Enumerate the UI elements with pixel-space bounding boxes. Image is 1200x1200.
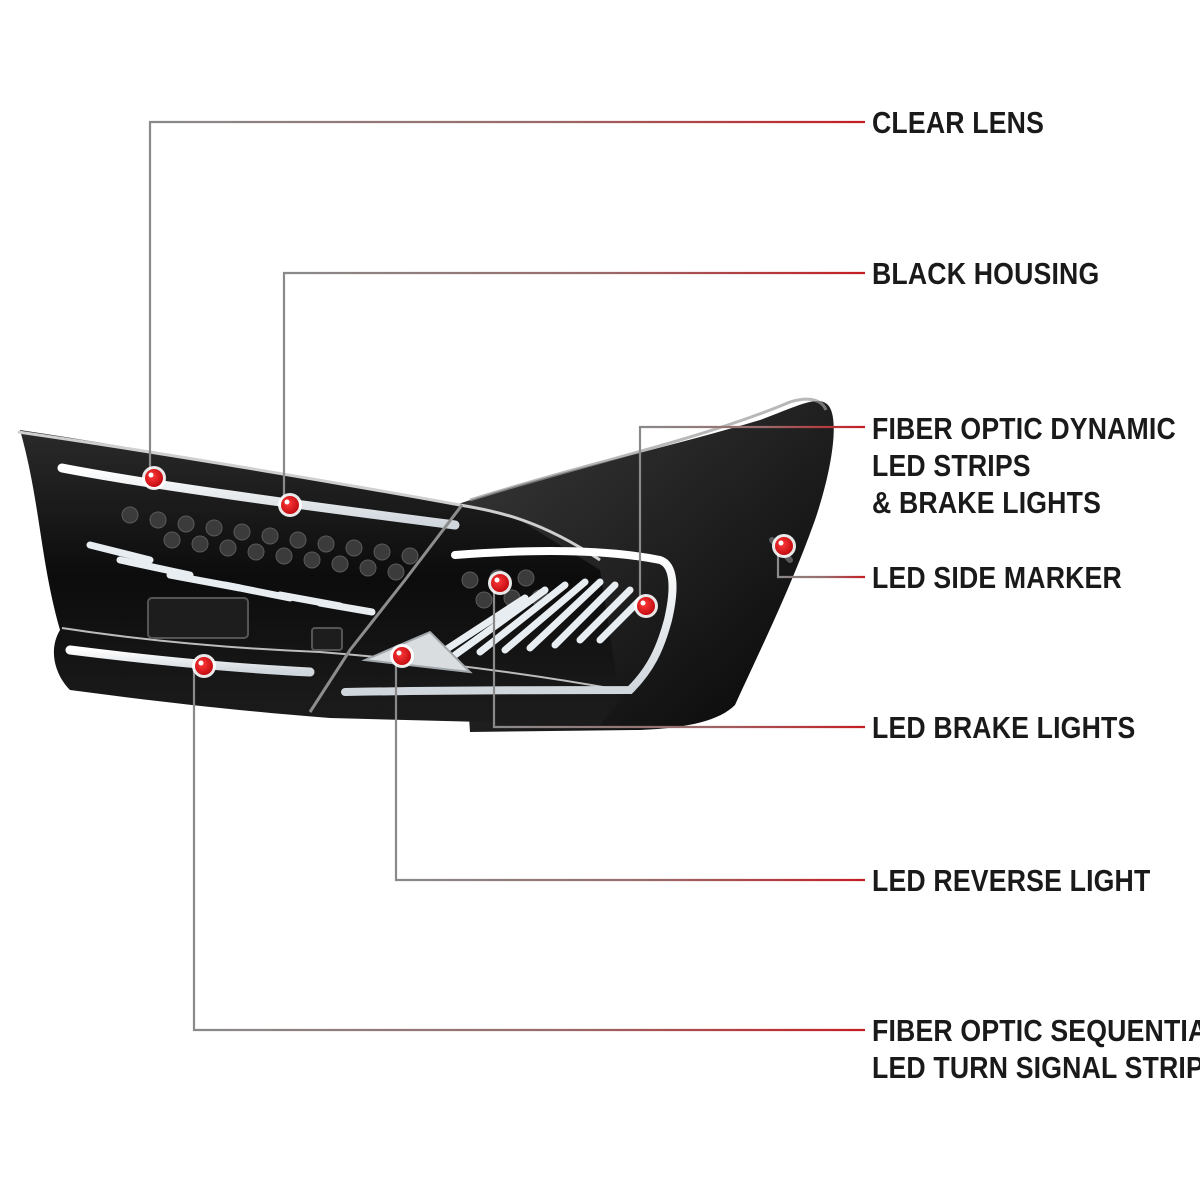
- dot-brake-lights: [488, 571, 512, 595]
- label-led-reverse-light: LED REVERSE LIGHT: [872, 862, 1150, 899]
- tail-light-assembly: [17, 397, 834, 732]
- led-blades-left: [86, 541, 376, 616]
- label-fiber-optic-sequential-line-2: LED TURN SIGNAL STRIPS: [872, 1050, 1200, 1085]
- label-black-housing: BLACK HOUSING: [872, 255, 1099, 292]
- leader-reverse-light: [394, 656, 865, 882]
- panel-split: [308, 504, 464, 713]
- wiring-connector: [147, 597, 249, 639]
- dot-fiber-optic-dynamic: [634, 594, 658, 618]
- label-black-housing-line-1: BLACK HOUSING: [872, 256, 1100, 291]
- lower-led-strip: [65, 645, 315, 677]
- leader-sequential: [192, 668, 865, 1032]
- upper-led-strip-left: [57, 463, 460, 530]
- dot-sequential: [192, 654, 216, 678]
- label-fiber-optic-dynamic-line-3: & BRAKE LIGHTS: [872, 485, 1102, 520]
- upper-led-strip-right: [341, 547, 677, 696]
- leader-clear-lens: [148, 120, 865, 478]
- leader-black-housing: [282, 271, 865, 505]
- label-fiber-optic-sequential: FIBER OPTIC SEQUENTIAL LED TURN SIGNAL S…: [872, 1012, 1200, 1086]
- label-fiber-optic-dynamic-line-2: LED STRIPS: [872, 448, 1031, 483]
- lens-lower-outline: [61, 627, 621, 691]
- label-led-brake-lights-line-1: LED BRAKE LIGHTS: [872, 710, 1136, 745]
- label-fiber-optic-sequential-line-1: FIBER OPTIC SEQUENTIAL: [872, 1013, 1200, 1048]
- label-fiber-optic-dynamic-line-1: FIBER OPTIC DYNAMIC: [872, 411, 1176, 446]
- label-fiber-optic-dynamic: FIBER OPTIC DYNAMIC LED STRIPS & BRAKE L…: [872, 410, 1176, 521]
- callout-dots: [142, 466, 796, 678]
- label-clear-lens: CLEAR LENS: [872, 104, 1044, 141]
- honeycomb-led-cluster: [121, 506, 549, 609]
- dot-clear-lens: [142, 466, 166, 490]
- housing-body: [20, 430, 620, 725]
- leader-brake-lights: [492, 586, 865, 729]
- label-led-brake-lights: LED BRAKE LIGHTS: [872, 709, 1135, 746]
- dot-black-housing: [278, 493, 302, 517]
- leader-lines: [148, 120, 865, 1032]
- led-blades-right: [426, 578, 644, 664]
- dot-reverse-light: [390, 644, 414, 668]
- label-led-reverse-light-line-1: LED REVERSE LIGHT: [872, 863, 1151, 898]
- dot-side-marker: [772, 534, 796, 558]
- label-led-side-marker: LED SIDE MARKER: [872, 559, 1122, 596]
- label-led-side-marker-line-1: LED SIDE MARKER: [872, 560, 1122, 595]
- leader-fiber-optic-dynamic: [638, 425, 865, 606]
- clear-lens-outline: [17, 430, 601, 562]
- label-clear-lens-line-1: CLEAR LENS: [872, 105, 1045, 140]
- wiring-connector-small: [311, 627, 343, 651]
